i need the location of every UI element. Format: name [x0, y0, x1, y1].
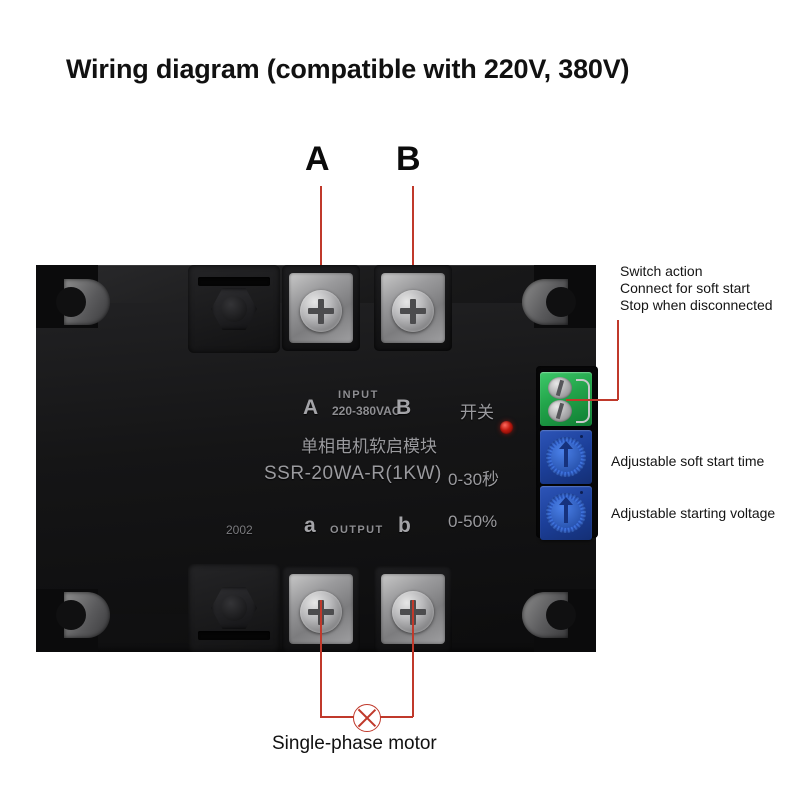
signal-terminal-screw-1[interactable] — [548, 377, 572, 399]
leader-line-switch-v — [617, 320, 619, 400]
hex-bolt-top-icon — [211, 288, 257, 330]
input-terminal-b[interactable] — [374, 265, 452, 351]
leader-line-a — [320, 186, 322, 329]
output-wire-b-vertical — [412, 600, 414, 717]
signal-terminal-clamp — [576, 379, 590, 423]
starting-voltage-potentiometer[interactable] — [540, 486, 592, 540]
signal-terminal-screw-2[interactable] — [548, 400, 572, 422]
annotation-soft-start-time: Adjustable soft start time — [611, 453, 765, 469]
silk-input-label: INPUT — [338, 389, 379, 401]
soft-start-time-marker-dot — [580, 435, 583, 438]
silk-terminal-a: A — [303, 396, 319, 419]
hex-bolt-bottom-icon — [211, 587, 257, 629]
input-terminal-a[interactable] — [282, 265, 360, 351]
annotation-switch-action: Switch action Connect for soft start Sto… — [620, 263, 773, 314]
silk-time-range: 0-30秒 — [448, 470, 500, 489]
vent-slot-top — [198, 277, 270, 286]
led-indicator-icon — [500, 421, 513, 434]
silk-output-label: OUTPUT — [330, 524, 384, 536]
leader-line-switch-h — [566, 399, 618, 401]
silk-input-voltage: 220-380VAC — [332, 404, 401, 418]
mounting-slot-cover-tr — [546, 287, 576, 317]
mounting-slot-cover-tl — [56, 287, 86, 317]
leader-line-b — [412, 186, 414, 321]
annotation-switch-line-3: Stop when disconnected — [620, 297, 773, 313]
silk-model-number: SSR-20WA-R(1KW) — [264, 463, 442, 484]
marker-label-a: A — [305, 140, 330, 178]
relay-body-midsection — [36, 303, 596, 614]
silk-output-a: a — [304, 514, 316, 537]
silk-terminal-b: B — [396, 396, 412, 419]
annotation-switch-line-2: Connect for soft start — [620, 280, 750, 296]
starting-voltage-arrow-icon — [559, 497, 573, 523]
silk-output-b: b — [398, 514, 411, 537]
annotation-switch-line-1: Switch action — [620, 263, 703, 279]
vent-slot-bottom — [198, 631, 270, 640]
soft-start-time-arrow-icon — [559, 441, 573, 467]
input-terminal-a-screw[interactable] — [300, 290, 342, 333]
output-wire-a-vertical — [320, 600, 322, 717]
starting-voltage-marker-dot — [580, 491, 583, 494]
page-title: Wiring diagram (compatible with 220V, 38… — [66, 54, 630, 84]
motor-caption: Single-phase motor — [272, 733, 437, 754]
mounting-slot-cover-bl — [56, 600, 86, 630]
silk-chinese-name: 单相电机软启模块 — [301, 437, 437, 456]
soft-start-time-potentiometer[interactable] — [540, 430, 592, 484]
mounting-slot-cover-br — [546, 600, 576, 630]
marker-label-b: B — [396, 140, 421, 178]
silk-date-code: 2002 — [226, 523, 253, 537]
input-terminal-b-screw[interactable] — [392, 290, 434, 333]
relay-module-body: A INPUT 220-380VAC B 单相电机软启模块 SSR-20WA-R… — [36, 265, 596, 652]
motor-symbol-icon — [353, 704, 381, 732]
silk-switch-label: 开关 — [460, 403, 494, 422]
silk-voltage-range: 0-50% — [448, 512, 498, 531]
annotation-starting-voltage: Adjustable starting voltage — [611, 505, 776, 521]
